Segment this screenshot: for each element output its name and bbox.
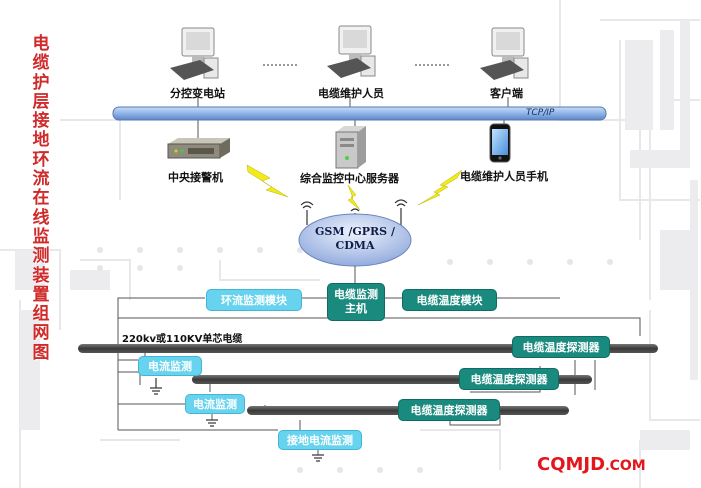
temperature-module[interactable]: 电缆温度模块 bbox=[402, 289, 497, 311]
ground-symbol-icon bbox=[150, 378, 162, 395]
temp-detector-3[interactable]: 电缆温度探测器 bbox=[398, 399, 500, 421]
logo-dot: . bbox=[605, 459, 610, 473]
cable-type-label: 220kv或110KV单芯电缆 bbox=[122, 334, 243, 345]
label-maintainer: 电缆维护人员 bbox=[318, 87, 384, 100]
gsm-line-1: GSM /GPRS / bbox=[315, 225, 395, 238]
loop-monitor-module-label: 环流监测模块 bbox=[221, 294, 287, 307]
circuit-background-blocks bbox=[15, 20, 698, 450]
lightning-icon bbox=[246, 164, 289, 198]
temp-detector-1-label: 电缆温度探测器 bbox=[522, 341, 600, 354]
computer-icon bbox=[327, 25, 376, 78]
current-monitor-2-label: 电流监测 bbox=[193, 398, 237, 411]
antenna-icon bbox=[300, 201, 314, 225]
ground-symbol-icon bbox=[312, 454, 324, 462]
computer-icon bbox=[480, 27, 529, 80]
label-sub-station: 分控变电站 bbox=[170, 87, 225, 100]
loop-monitor-module[interactable]: 环流监测模块 bbox=[206, 289, 302, 311]
temp-detector-2-label: 电缆温度探测器 bbox=[470, 373, 548, 386]
ground-symbol-icon bbox=[206, 419, 218, 427]
logo-main: CQMJD bbox=[537, 454, 606, 475]
lightning-icon bbox=[347, 184, 361, 211]
current-monitor-2[interactable]: 电流监测 bbox=[185, 394, 245, 414]
temperature-module-label: 电缆温度模块 bbox=[416, 294, 483, 307]
cable-monitor-host[interactable]: 电缆监测 主机 bbox=[327, 283, 385, 321]
ground-current-monitor-label: 接地电流监测 bbox=[287, 434, 353, 447]
diagram-title: 电缆护层接地环流在线监测装置组网图 bbox=[32, 34, 50, 363]
host-label-line-1: 电缆监测 bbox=[334, 288, 378, 301]
temp-detector-2[interactable]: 电缆温度探测器 bbox=[459, 368, 559, 390]
gsm-line-2: CDMA bbox=[335, 239, 375, 252]
lightning-icon bbox=[417, 169, 463, 206]
label-mobile: 电缆维护人员手机 bbox=[460, 170, 548, 183]
current-monitor-1[interactable]: 电流监测 bbox=[138, 356, 202, 376]
site-logo: CQMJD.COM bbox=[537, 454, 646, 475]
bus-links bbox=[197, 97, 509, 138]
tcp-ip-label: TCP/IP bbox=[526, 108, 555, 118]
ground-current-monitor[interactable]: 接地电流监测 bbox=[278, 430, 362, 450]
label-client: 客户端 bbox=[490, 87, 523, 100]
gsm-network-label: GSM /GPRS / CDMA bbox=[305, 225, 405, 253]
circuit-dots bbox=[97, 247, 613, 473]
label-center-server: 综合监控中心服务器 bbox=[300, 172, 399, 185]
temp-detector-1[interactable]: 电缆温度探测器 bbox=[512, 336, 610, 358]
server-icon bbox=[335, 126, 366, 169]
current-monitor-1-label: 电流监测 bbox=[148, 360, 192, 373]
temp-detector-3-label: 电缆温度探测器 bbox=[410, 404, 488, 417]
wiring-frame bbox=[117, 297, 641, 455]
alarm-device-icon bbox=[167, 138, 230, 159]
computer-icon bbox=[170, 27, 219, 80]
host-label-line-2: 主机 bbox=[345, 302, 367, 315]
label-central-alarm: 中央接警机 bbox=[168, 171, 223, 184]
tcp-ip-bus bbox=[112, 106, 607, 121]
logo-suffix: COM bbox=[609, 458, 646, 474]
antenna-icon bbox=[394, 199, 408, 225]
mobile-phone-icon bbox=[489, 123, 511, 163]
